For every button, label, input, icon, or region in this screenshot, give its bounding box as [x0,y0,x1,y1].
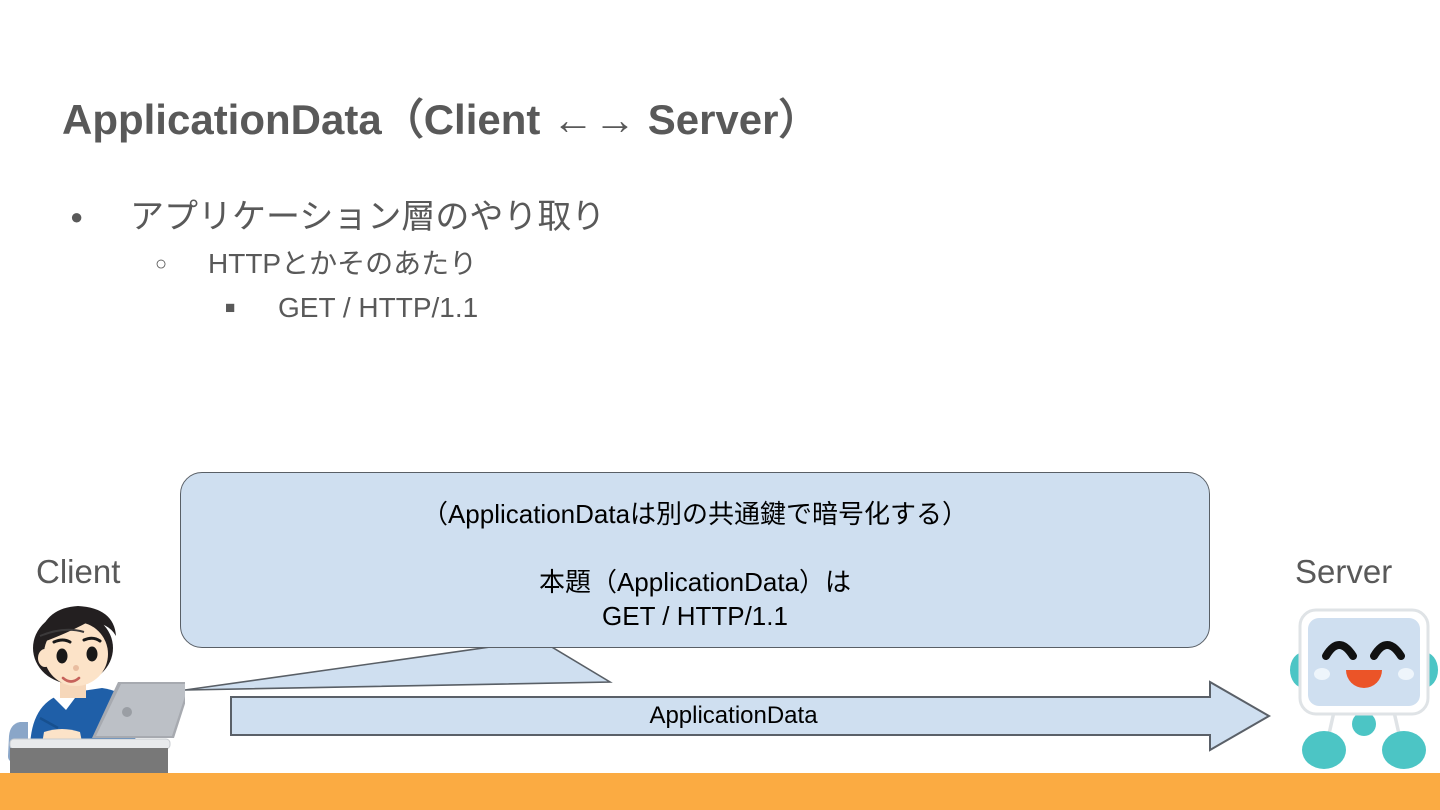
bullet-disc-icon: ● [70,204,84,229]
bullet-square-icon: ■ [225,298,236,317]
speech-bubble: （ApplicationDataは別の共通鍵で暗号化する） 本題（Applica… [180,472,1210,648]
bubble-line-2: 本題（ApplicationData）は [538,567,852,597]
list-item: ● アプリケーション層のやり取り [70,192,970,242]
person-at-laptop-icon [8,606,185,774]
list-item-label: GET / HTTP/1.1 [278,292,479,323]
server-label: Server [1295,553,1393,590]
client-label: Client [36,553,121,590]
list-item-label: アプリケーション層のやり取り [130,198,606,236]
bottom-accent-bar [0,773,1440,810]
list-item-label: HTTPとかそのあたり [208,248,478,279]
speech-bubble-tail [184,639,613,691]
robot-server-icon [1290,608,1438,769]
bubble-line-spacer [181,531,1209,565]
bullet-circle-icon: ○ [155,253,168,275]
data-flow-arrow [230,680,1272,752]
list-item: ○ HTTPとかそのあたり [155,242,970,286]
bubble-line-3: GET / HTTP/1.1 [602,601,788,631]
bullet-list: ● アプリケーション層のやり取り ○ HTTPとかそのあたり ■ GET / H… [70,192,970,330]
page-title: ApplicationData（Client ←→ Server） [62,96,821,143]
list-item: ■ GET / HTTP/1.1 [225,286,970,330]
bubble-line-1: （ApplicationDataは別の共通鍵で暗号化する） [421,499,969,529]
speech-bubble-text: （ApplicationDataは別の共通鍵で暗号化する） 本題（Applica… [181,497,1209,633]
